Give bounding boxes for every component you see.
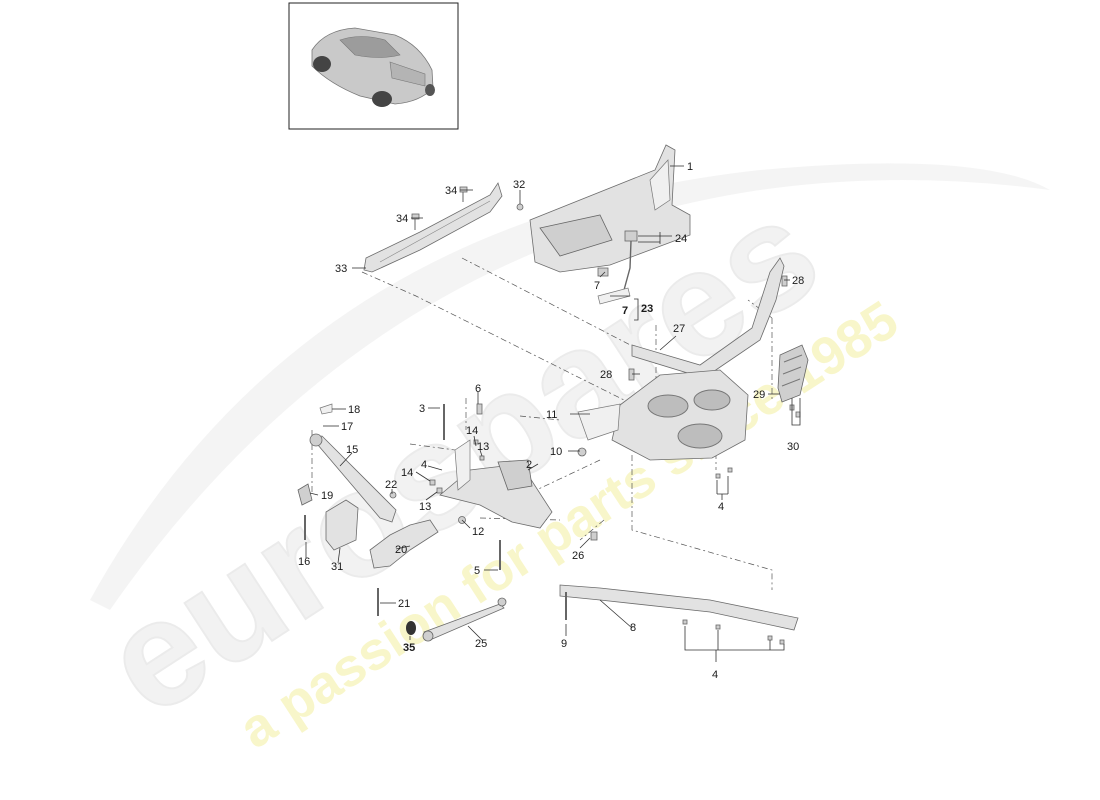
callout-7-lower: 7 xyxy=(622,305,628,317)
callout-31: 31 xyxy=(331,561,343,573)
part-27-rear-bracket xyxy=(631,257,785,379)
callout-13-lower: 13 xyxy=(419,501,431,513)
callout-4-right: 4 xyxy=(718,501,724,513)
callout-4-left: 4 xyxy=(421,459,427,471)
part-25-toe-link xyxy=(422,597,507,642)
callout-30: 30 xyxy=(787,441,799,453)
callout-labels: 1 34 32 34 24 33 7 28 7 23 27 28 6 29 3 … xyxy=(298,161,804,681)
callout-11: 11 xyxy=(546,409,557,421)
callout-3: 3 xyxy=(419,403,425,415)
part-31-shield xyxy=(325,499,359,551)
callout-8: 8 xyxy=(630,622,636,634)
part-19-bracket xyxy=(297,483,313,506)
callout-28-lower: 28 xyxy=(600,369,612,381)
callout-9: 9 xyxy=(561,638,567,650)
car-icon xyxy=(311,27,435,107)
part-35-bushing xyxy=(406,621,416,635)
callout-4-bottom: 4 xyxy=(712,669,718,681)
part-33-strut-brace xyxy=(363,182,503,273)
callout-7-upper: 7 xyxy=(594,280,600,292)
callout-20: 20 xyxy=(395,544,407,556)
part-28-bolt-a xyxy=(781,275,788,287)
callout-2: 2 xyxy=(526,459,532,471)
callout-1: 1 xyxy=(687,161,693,173)
part-2-wheel-carrier-arm xyxy=(439,439,553,529)
callout-19: 19 xyxy=(321,490,333,502)
callout-18: 18 xyxy=(348,404,360,416)
callout-15: 15 xyxy=(346,444,358,456)
callout-28-upper: 28 xyxy=(792,275,804,287)
callout-25: 25 xyxy=(475,638,487,650)
callout-29: 29 xyxy=(753,389,765,401)
callout-22: 22 xyxy=(385,479,397,491)
part-4-nuts-upper xyxy=(715,467,733,479)
part-28-bolt-b xyxy=(628,368,635,381)
callout-26: 26 xyxy=(572,550,584,562)
part-29-cover xyxy=(777,344,809,403)
callout-16: 16 xyxy=(298,556,310,568)
leader-lines xyxy=(305,165,801,662)
callout-12: 12 xyxy=(472,526,484,538)
callout-13-upper: 13 xyxy=(477,441,489,453)
callout-34-top: 34 xyxy=(445,185,457,197)
part-15-control-arm xyxy=(309,433,397,523)
callout-10: 10 xyxy=(550,446,562,458)
part-8-crossmember xyxy=(559,584,799,631)
callout-17: 17 xyxy=(341,421,353,433)
part-26-bolt xyxy=(590,531,598,541)
part-main-subframe xyxy=(611,369,749,461)
part-20-lower-arm xyxy=(369,519,439,569)
callout-32: 32 xyxy=(513,179,525,191)
part-22-nut xyxy=(389,491,397,499)
part-6-bolt xyxy=(476,403,483,415)
callout-23: 23 xyxy=(641,303,653,315)
part-32-bolt xyxy=(516,203,524,211)
callout-14-upper: 14 xyxy=(466,425,478,437)
callout-34-mid: 34 xyxy=(396,213,408,225)
callout-14-lower: 14 xyxy=(401,467,413,479)
callout-27: 27 xyxy=(673,323,685,335)
callout-33: 33 xyxy=(335,263,347,275)
part-11-bracket xyxy=(577,403,621,441)
part-18-bracket xyxy=(319,403,333,415)
callout-5: 5 xyxy=(474,565,480,577)
callout-6: 6 xyxy=(475,383,481,395)
callout-24: 24 xyxy=(675,233,687,245)
callout-21: 21 xyxy=(398,598,410,610)
callout-35: 35 xyxy=(403,642,415,654)
watermark-swoosh xyxy=(90,163,1050,611)
part-34-bolt-b xyxy=(411,213,420,230)
part-34-bolt-a xyxy=(459,186,468,202)
part-10-nut xyxy=(577,447,587,457)
part-1-bracket xyxy=(529,144,691,273)
thumbnail xyxy=(288,2,459,130)
